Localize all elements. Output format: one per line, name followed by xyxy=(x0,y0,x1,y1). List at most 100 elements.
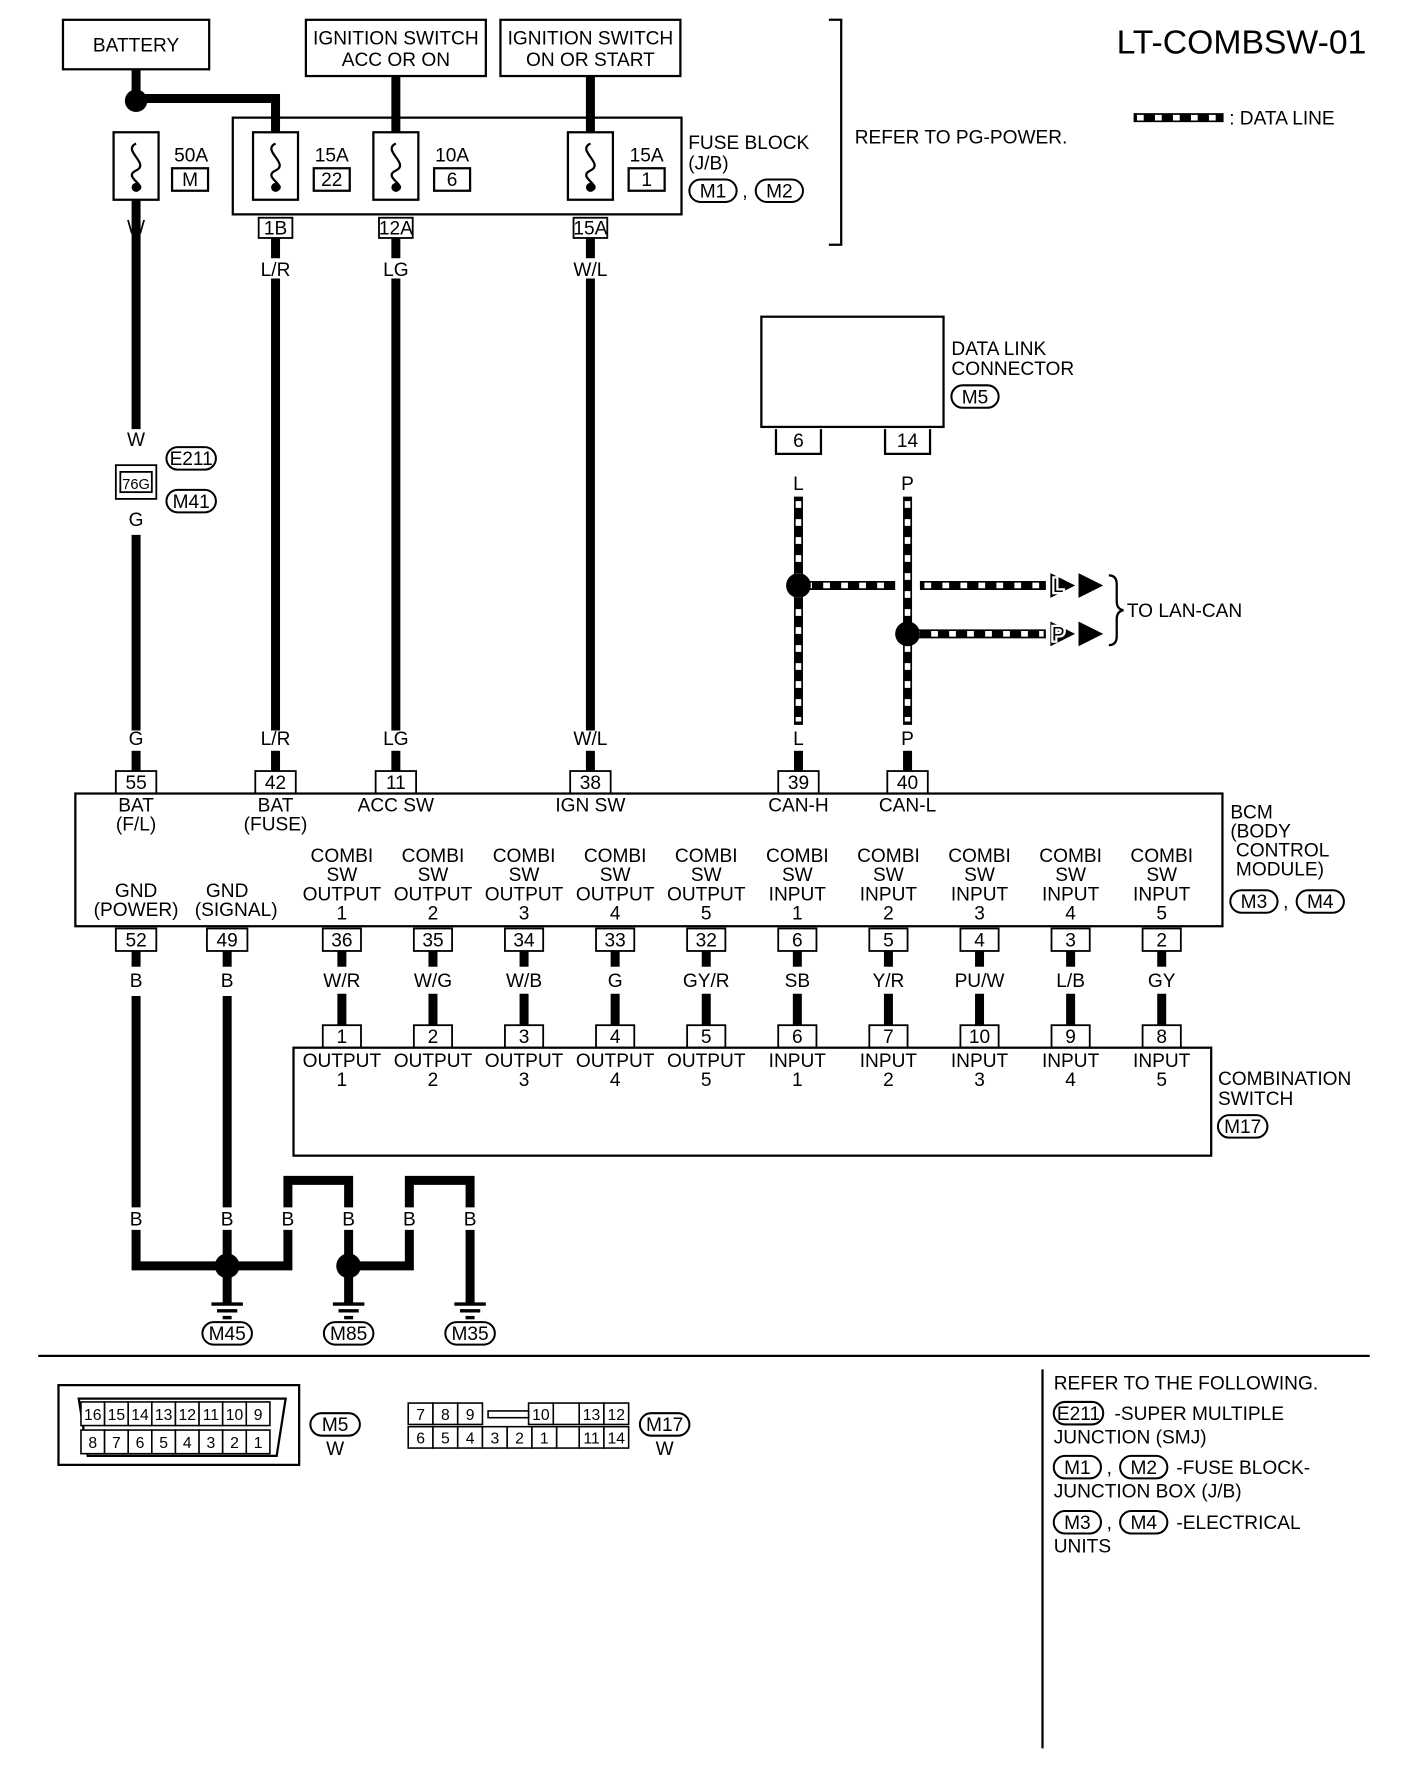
bcm-combi-name-5-2: INPUT xyxy=(769,884,827,905)
bcm-combi-name-8-3: 4 xyxy=(1065,903,1076,924)
fuse-1-amp: 15A xyxy=(630,146,664,167)
combi-wire-color-2: W/B xyxy=(506,971,542,992)
fuse-1: 15A 1 xyxy=(566,131,666,201)
cs-name-5-1: 1 xyxy=(792,1070,803,1091)
connector-view-m17-color: W xyxy=(656,1439,674,1460)
bcm-gnd-52-1: GND xyxy=(115,881,157,902)
refer-badge-e211 xyxy=(1052,1400,1105,1426)
bcm-box xyxy=(74,792,1224,928)
cs-pin-4: 5 xyxy=(701,1027,712,1048)
bcm-label-1: BCM xyxy=(1230,802,1272,823)
refer-badge-m4 xyxy=(1119,1510,1169,1535)
fuse-block-connector-m1-label: M1 xyxy=(700,181,727,202)
refer-item-2-line2: JUNCTION BOX (J/B) xyxy=(1054,1482,1242,1503)
bcm-gnd-color-52: B xyxy=(130,971,143,992)
bcm-combi-name-4-3: 5 xyxy=(701,903,712,924)
bcm-wire-color-40: P xyxy=(901,729,914,750)
bcm-combi-name-0-3: 1 xyxy=(337,903,348,924)
m5-cell xyxy=(245,1401,271,1427)
bcm-combi-name-2-0: COMBI xyxy=(493,846,556,867)
combi-wire-color-7: PU/W xyxy=(955,971,1005,992)
bcm-pin-52: 52 xyxy=(125,930,146,951)
fuse-50a-id: M xyxy=(182,170,198,191)
cs-pin-0: 1 xyxy=(337,1027,348,1048)
cs-pin-7: 10 xyxy=(969,1027,990,1048)
ignition-switch-on-box: IGNITION SWITCH ON OR START xyxy=(499,18,682,78)
fuse-block-label-1: FUSE BLOCK xyxy=(688,133,809,154)
bcm-pin-49: 49 xyxy=(217,930,238,951)
combi-wire-color-6: Y/R xyxy=(873,971,905,992)
bcm-combi-name-4-1: SW xyxy=(691,865,722,886)
fuse-50a-amp: 50A xyxy=(174,146,208,167)
bcm-combi-name-2-3: 3 xyxy=(519,903,530,924)
bcm-combi-pin-0: 36 xyxy=(331,930,352,951)
cs-name-2-0: OUTPUT xyxy=(485,1051,564,1072)
smj-connector-m41-label: M41 xyxy=(173,492,210,513)
combi-switch-wiring: 36W/R135W/G234W/B333G432GY/R56SB65Y/R74P… xyxy=(321,927,1182,1049)
bcm-wire-color-42: L/R xyxy=(261,729,291,750)
bcm-pin-42: 42 xyxy=(265,773,286,794)
battery-box: BATTERY xyxy=(61,18,211,71)
bcm-wire-color-39: L xyxy=(793,729,804,750)
combination-switch-label-1: COMBINATION xyxy=(1218,1069,1351,1090)
cs-name-5-0: INPUT xyxy=(769,1051,827,1072)
bcm-combi-name-6-0: COMBI xyxy=(857,846,920,867)
refer-badge-e211-label: E211 xyxy=(1057,1404,1100,1425)
bcm-name-55-2: (F/L) xyxy=(116,815,156,836)
data-link-connector-id: M5 xyxy=(962,387,989,408)
refer-pg-power: REFER TO PG-POWER. xyxy=(855,128,1068,149)
bcm-combi-name-9-0: COMBI xyxy=(1130,846,1193,867)
cs-name-2-1: 3 xyxy=(519,1070,530,1091)
ground-m85 xyxy=(322,1321,375,1346)
refer-badge-m3 xyxy=(1052,1510,1102,1535)
bcm-pin-39: 39 xyxy=(788,773,809,794)
bcm-combi-name-9-1: SW xyxy=(1146,865,1177,886)
m5-pin-top-6: 10 xyxy=(226,1407,244,1424)
lan-line-l-label: L xyxy=(1053,576,1064,597)
m17-cell xyxy=(603,1425,630,1449)
bcm-combi-name-3-3: 4 xyxy=(610,903,621,924)
cs-name-3-1: 4 xyxy=(610,1070,621,1091)
smj-color-out: G xyxy=(129,510,144,531)
combi-wire-color-8: L/B xyxy=(1056,971,1085,992)
m17-pin-bottom-1: 5 xyxy=(441,1431,450,1448)
fuse-block-comma: , xyxy=(742,181,747,202)
bcm-combi-name-7-1: SW xyxy=(964,865,995,886)
bcm-combi-pin-9: 2 xyxy=(1156,930,1167,951)
bcm-combi-name-7-2: INPUT xyxy=(951,884,1009,905)
refer-badge-m1 xyxy=(1052,1454,1102,1480)
bcm-wire-color-38: W/L xyxy=(573,729,607,750)
m5-pin-bottom-5: 3 xyxy=(206,1435,215,1452)
cs-pin-8: 9 xyxy=(1065,1027,1076,1048)
ground-m35 xyxy=(444,1321,496,1346)
m5-pin-bottom-1: 7 xyxy=(112,1435,121,1452)
bcm-name-42-2: (FUSE) xyxy=(244,815,308,836)
bcm-combi-name-0-0: COMBI xyxy=(311,846,374,867)
data-link-label-2: CONNECTOR xyxy=(951,359,1074,380)
bcm-label-4: MODULE) xyxy=(1236,860,1324,881)
combi-wire-color-1: W/G xyxy=(414,971,452,992)
ignition-switch-acc-box: IGNITION SWITCH ACC OR ON xyxy=(304,18,487,78)
bcm-name-39: CAN-H xyxy=(768,796,829,817)
combination-switch-connector-id: M17 xyxy=(1224,1117,1261,1138)
ignition-on-line2: ON OR START xyxy=(526,50,655,71)
m17-pin-bottom-3: 3 xyxy=(490,1431,499,1448)
bcm-combi-name-0-2: OUTPUT xyxy=(303,884,382,905)
lan-line-p-label: P xyxy=(1052,625,1065,646)
ground-wire-color-4: B xyxy=(342,1209,355,1230)
bcm-name-42-1: BAT xyxy=(258,796,294,817)
bcm-combi-name-2-2: OUTPUT xyxy=(485,884,564,905)
m17-pin-bottom-6: 11 xyxy=(583,1431,599,1448)
m17-pin-bottom-7: 14 xyxy=(608,1431,626,1448)
m5-pin-top-4: 12 xyxy=(178,1407,196,1424)
bcm-name-55-1: BAT xyxy=(118,796,154,817)
cs-name-6-1: 2 xyxy=(883,1070,894,1091)
m5-pin-bottom-0: 8 xyxy=(88,1435,97,1452)
ground-m45-label: M45 xyxy=(209,1324,246,1345)
diagram-title: LT-COMBSW-01 xyxy=(1117,24,1367,62)
battery-label: BATTERY xyxy=(93,35,180,56)
m17-blank-cell xyxy=(555,1425,580,1449)
fuse-block-connector-m2 xyxy=(754,178,804,204)
cs-pin-3: 4 xyxy=(610,1027,621,1048)
